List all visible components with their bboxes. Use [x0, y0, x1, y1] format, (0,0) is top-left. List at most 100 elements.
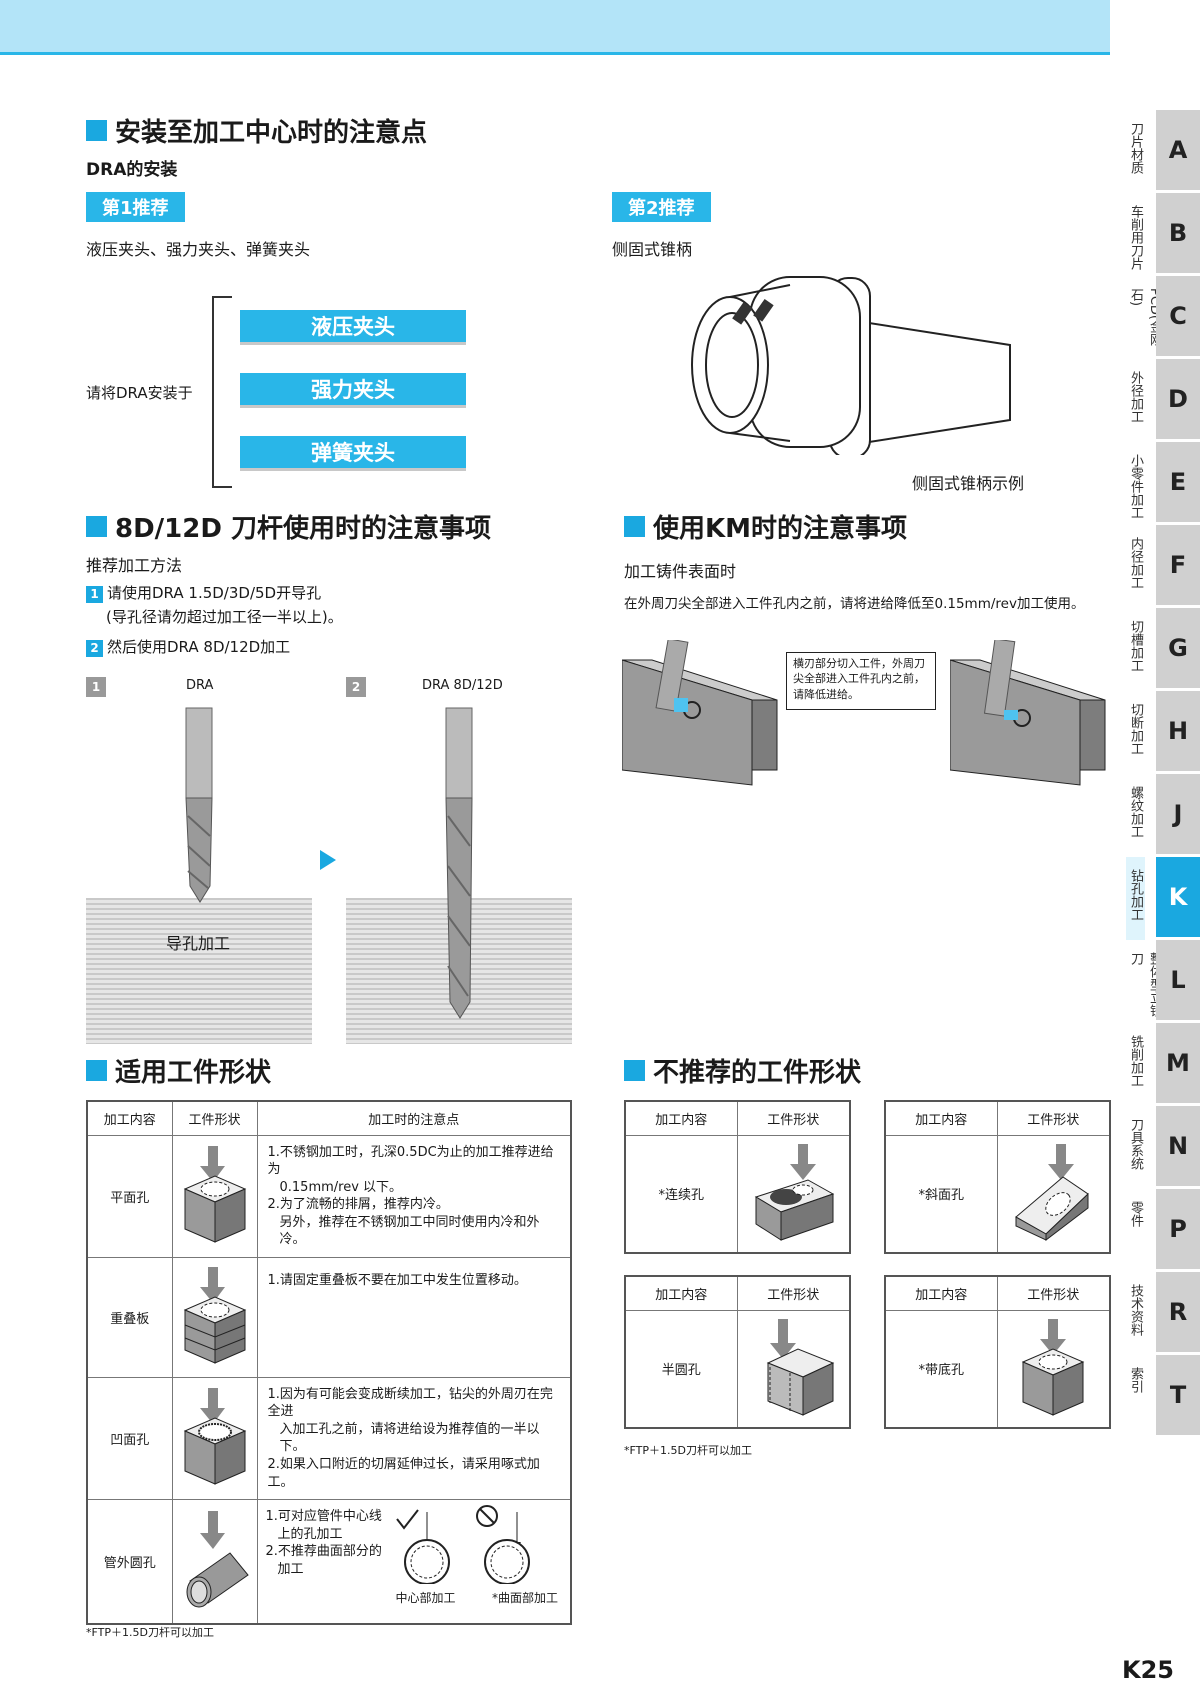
sidebar-tab-e[interactable]: E: [1156, 442, 1200, 522]
sidebar-tab-d[interactable]: D: [1156, 359, 1200, 439]
sidebar-label: 零件: [1128, 1201, 1143, 1227]
rec1-prompt: 请将DRA安装于: [86, 384, 193, 402]
fig1-num: 1: [86, 676, 106, 697]
bottomed-hole-shape-icon: [996, 1309, 1111, 1429]
sidebar-tab-k[interactable]: K: [1156, 857, 1200, 937]
half-hole-shape-icon: [736, 1309, 851, 1429]
sidebar-label: 内径加工: [1128, 537, 1143, 589]
sidebar-tab-b[interactable]: B: [1156, 193, 1200, 273]
sidebar-label: 切断加工: [1128, 703, 1143, 755]
pilot-hole-label: 导孔加工: [166, 934, 231, 953]
rec1-badge: 第1推荐: [86, 192, 185, 222]
rec2-caption: 侧固式锥柄示例: [912, 474, 1025, 493]
sidebar-tab-l[interactable]: L: [1156, 940, 1200, 1020]
stacked-plate-shape-icon: [171, 1256, 258, 1378]
curved-drilling-label: *曲面部加工: [491, 1590, 558, 1605]
col-header: 工件形状: [736, 1100, 851, 1136]
next-arrow-icon: [320, 850, 336, 870]
applicable-footnote: *FTP＋1.5D刀杆可以加工: [86, 1626, 214, 1639]
row-notes: 1.请固定重叠板不要在加工中发生位置移动。: [256, 1256, 572, 1378]
sidebar-tab-n[interactable]: N: [1156, 1106, 1200, 1186]
sidebar-label: 索引: [1128, 1367, 1143, 1393]
sidebar-tab-j[interactable]: J: [1156, 774, 1200, 854]
sidebar-tab-t[interactable]: T: [1156, 1355, 1200, 1435]
sidebar-label: 切槽加工: [1128, 620, 1143, 672]
sidebar-tab-h[interactable]: H: [1156, 691, 1200, 771]
holder-hydraulic: 液压夹头: [240, 310, 466, 345]
item-name: *连续孔: [624, 1134, 738, 1254]
rec2-badge: 第2推荐: [612, 192, 711, 222]
sidebar-tab-r[interactable]: R: [1156, 1272, 1200, 1352]
sidebar-label: 刀片材质: [1128, 122, 1143, 174]
flat-hole-shape-icon: [171, 1134, 258, 1258]
header-bar: [0, 0, 1110, 55]
row-name: 重叠板: [86, 1256, 173, 1378]
fig1-label: DRA: [186, 678, 214, 693]
fig2-num: 2: [346, 676, 366, 697]
inclined-hole-shape-icon: [996, 1134, 1111, 1254]
col-header: 工件形状: [171, 1100, 258, 1136]
sidebar-tab-f[interactable]: F: [1156, 525, 1200, 605]
sidebar-tabs: A B C D E F G H J K L M N P R T: [1156, 110, 1200, 1438]
sidebar-label: 技术资料: [1128, 1284, 1143, 1336]
not-recommended-table-2: 加工内容工件形状 *斜面孔: [884, 1100, 1111, 1254]
sidebar-label: 车削用刀片: [1128, 205, 1143, 270]
section-title-8d12d: 8D/12D 刀杆使用时的注意事项: [86, 508, 491, 545]
workpiece-1: [86, 898, 312, 1044]
not-recommended-table-4: 加工内容工件形状 *带底孔: [884, 1275, 1111, 1429]
col-header: 加工时的注意点: [256, 1100, 572, 1136]
table-row: 凹面孔 1.因为有可能会变成断续加工，钻尖的外周刃在完全进 入加工孔之前，请将进…: [86, 1376, 572, 1501]
center-drilling-label: 中心部加工: [395, 1590, 456, 1605]
item-name: *斜面孔: [884, 1134, 998, 1254]
col-header: 工件形状: [736, 1275, 851, 1311]
section-title-install: 安装至加工中心时的注意点: [86, 112, 427, 149]
sidebar-tab-p[interactable]: P: [1156, 1189, 1200, 1269]
drill-dra-8d12d-image: [445, 707, 473, 1019]
rec2-text: 侧固式锥柄: [612, 240, 693, 259]
item-name: 半圆孔: [624, 1309, 738, 1429]
sidebar-tab-c[interactable]: C: [1156, 276, 1200, 356]
step-1-note: (导孔径请勿超过加工径一半以上)。: [106, 608, 343, 626]
col-header: 加工内容: [884, 1100, 998, 1136]
row-notes: 1.不锈钢加工时，孔深0.5DC为止的加工推荐进给为 0.15mm/rev 以下…: [256, 1134, 572, 1258]
km-workpiece-left: [622, 640, 778, 786]
bracket: [212, 296, 232, 488]
col-header: 工件形状: [996, 1100, 1111, 1136]
section-title-km: 使用KM时的注意事项: [624, 508, 907, 545]
recommended-method: 推荐加工方法: [86, 556, 183, 575]
pipe-shape-icon: [171, 1499, 258, 1625]
row-name: 平面孔: [86, 1134, 173, 1258]
install-subtitle: DRA的安装: [86, 160, 178, 180]
drill-dra-image: [185, 707, 213, 903]
km-text: 在外周刀尖全部进入工件孔内之前，请将进给降低至0.15mm/rev加工使用。: [624, 596, 1085, 612]
section-title-applicable: 适用工件形状: [86, 1052, 271, 1089]
holder-power: 强力夹头: [240, 373, 466, 408]
sidebar-tab-a[interactable]: A: [1156, 110, 1200, 190]
side-lock-holder-image: [691, 276, 1011, 455]
sidebar-tab-m[interactable]: M: [1156, 1023, 1200, 1103]
pipe-drilling-diagram: [395, 1505, 530, 1586]
holder-collet: 弹簧夹头: [240, 436, 466, 471]
fig2-label: DRA 8D/12D: [422, 678, 503, 693]
table-row: 重叠板 1.请固定重叠板不要在加工中发生位置移动。: [86, 1256, 572, 1378]
page-number: K25: [1122, 1656, 1174, 1684]
sidebar-label: 刀具系统: [1128, 1118, 1143, 1170]
not-recommended-footnote: *FTP＋1.5D刀杆可以加工: [624, 1444, 752, 1457]
item-name: *带底孔: [884, 1309, 998, 1429]
section-title-not-recommended: 不推荐的工件形状: [624, 1052, 861, 1089]
km-callout: 横刃部分切入工件，外周刀尖全部进入工件孔内之前，请降低进给。: [786, 652, 936, 710]
sidebar-label: 铣削加工: [1128, 1035, 1143, 1087]
sidebar-tab-g[interactable]: G: [1156, 608, 1200, 688]
row-name: 管外圆孔: [86, 1499, 173, 1625]
row-notes: 1.因为有可能会变成断续加工，钻尖的外周刃在完全进 入加工孔之前，请将进给设为推…: [256, 1376, 572, 1501]
col-header: 加工内容: [884, 1275, 998, 1311]
not-recommended-table-3: 加工内容工件形状 半圆孔: [624, 1275, 851, 1429]
km-subtitle: 加工铸件表面时: [624, 562, 737, 581]
col-header: 工件形状: [996, 1275, 1111, 1311]
sidebar-label: 小零件加工: [1128, 454, 1143, 519]
row-name: 凹面孔: [86, 1376, 173, 1501]
sidebar-label: 外径加工: [1128, 371, 1143, 423]
